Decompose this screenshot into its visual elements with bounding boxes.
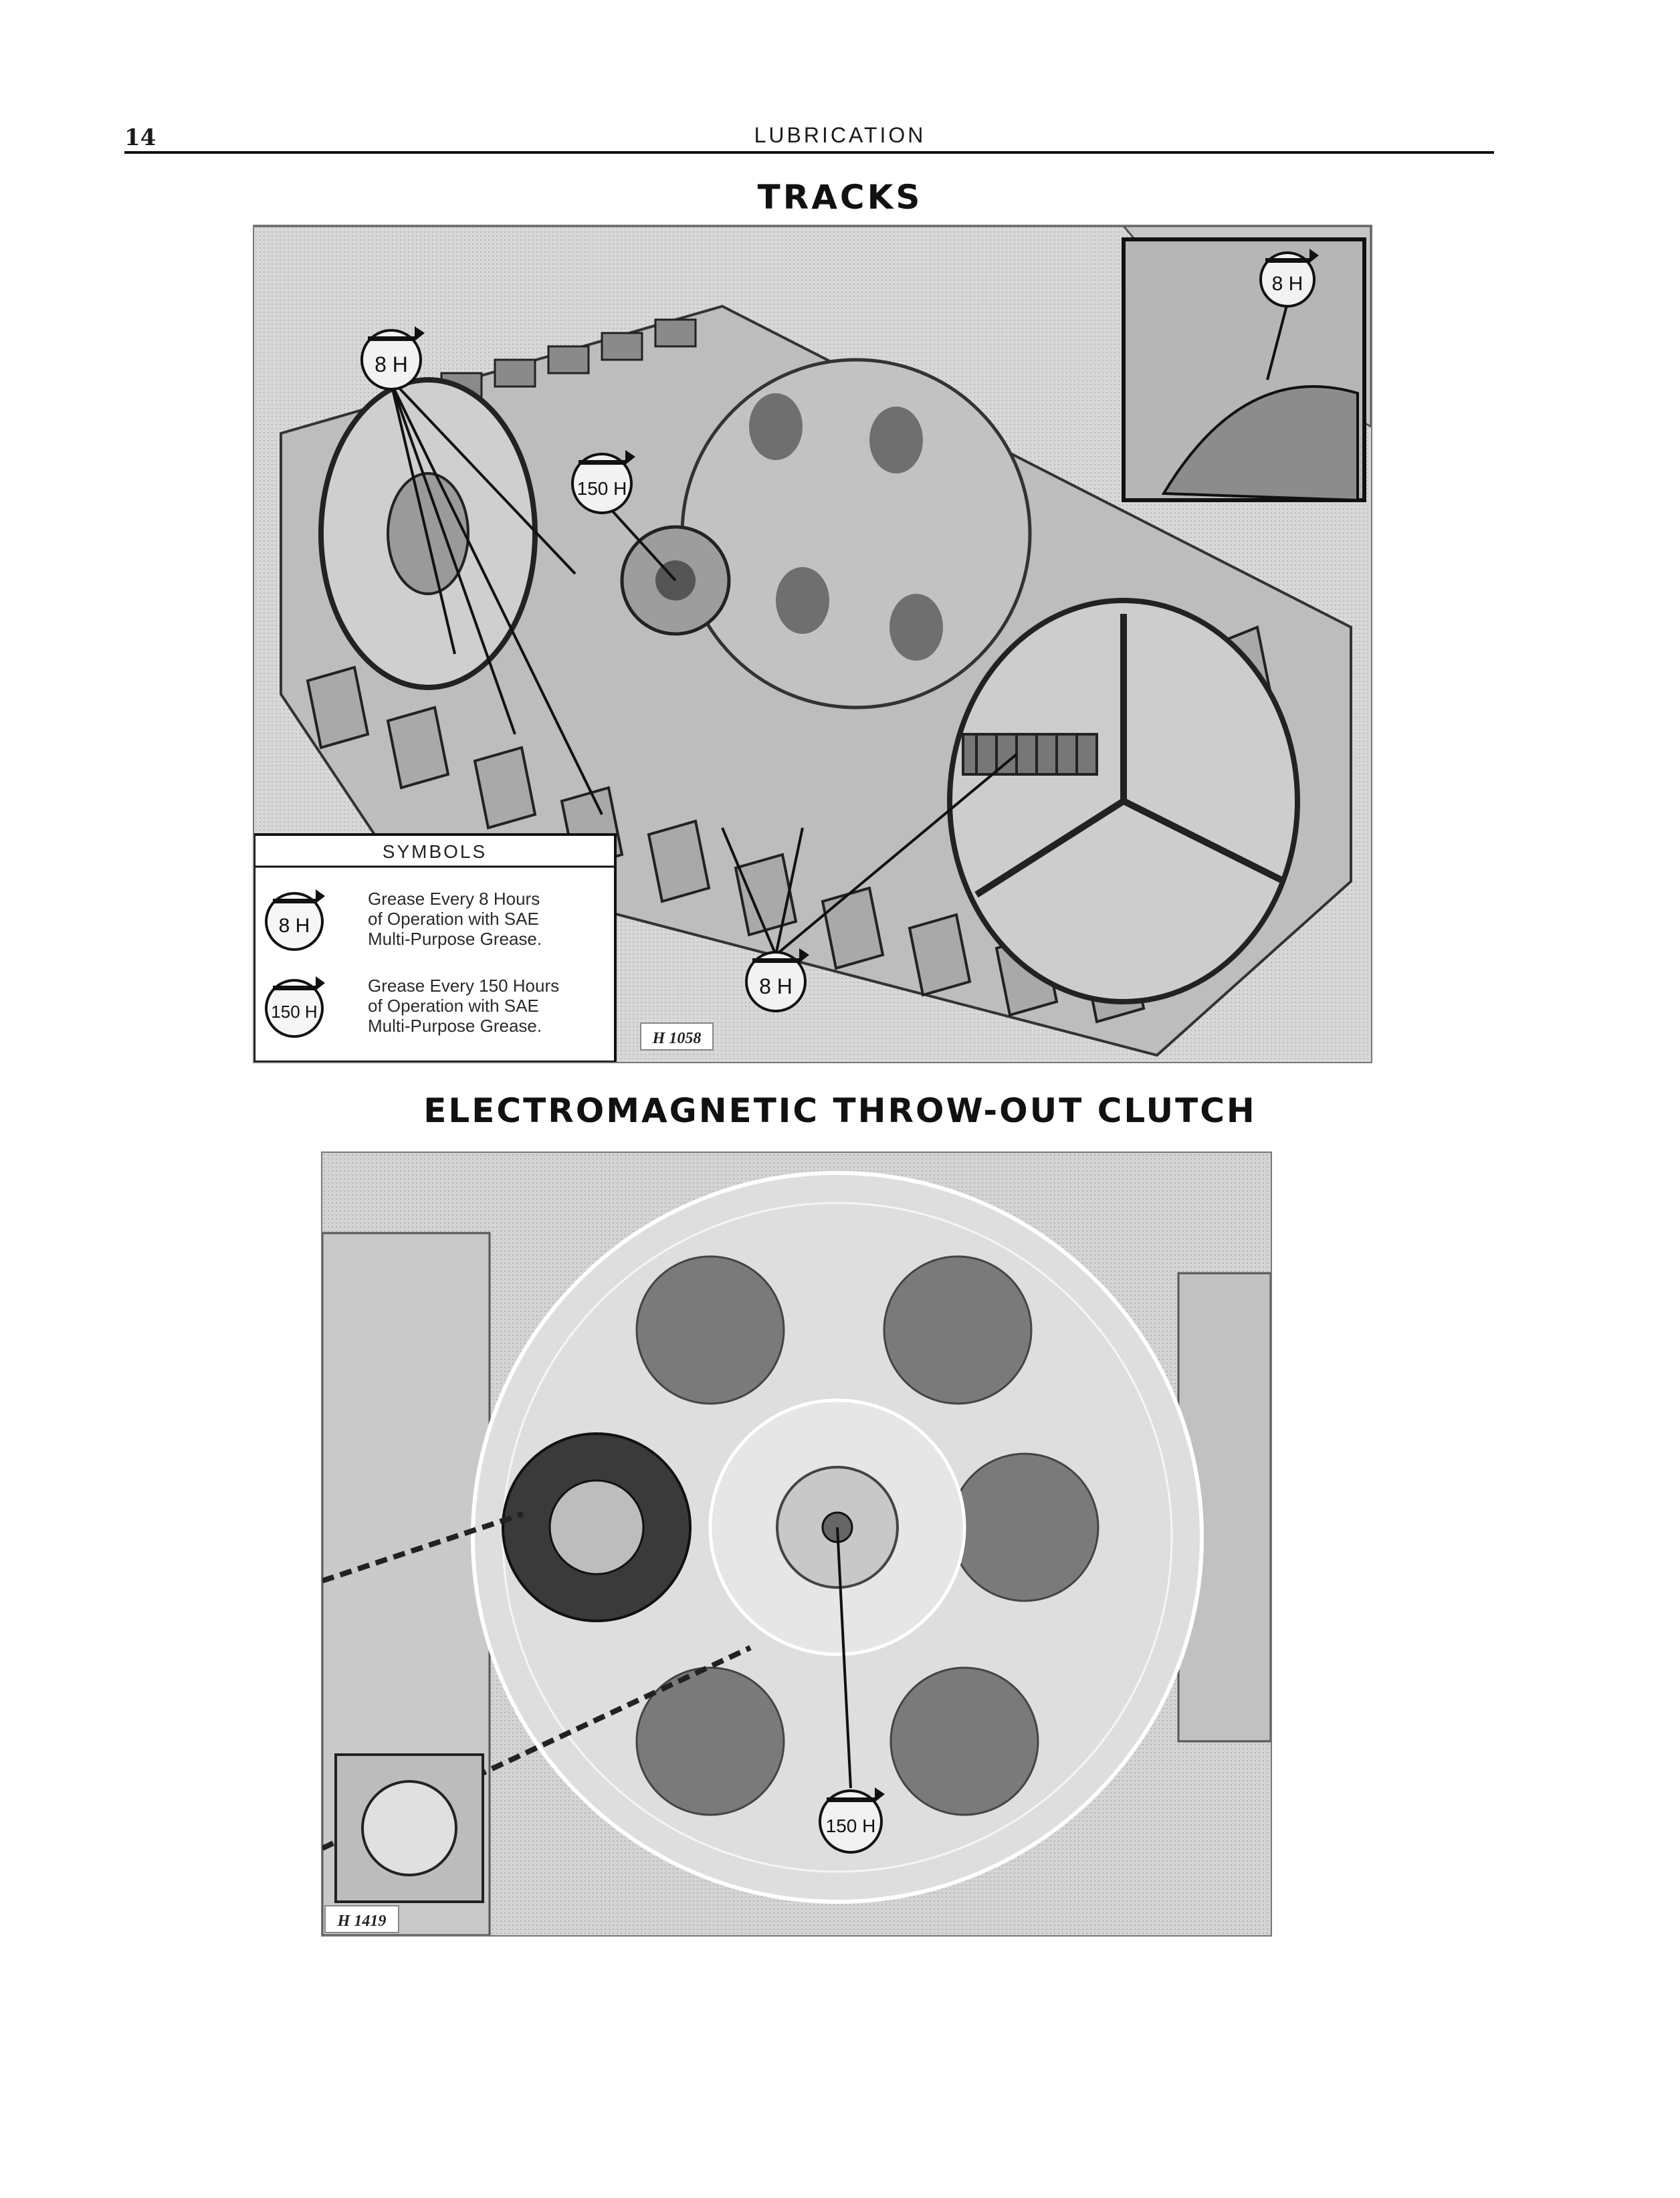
grease-badge-150h-clutch: 150 H [819,1787,885,1854]
drive-sprocket-hub [548,1479,645,1575]
figure-number: H 1419 [337,1912,387,1930]
svg-text:8 H: 8 H [759,974,793,998]
svg-text:8 H: 8 H [1272,273,1303,295]
clutch-illustration: 150 H H 1419 [322,1153,1271,1935]
svg-text:150 H: 150 H [577,478,627,499]
page-number: 14 [124,124,156,151]
rear-wheel-spokes [974,614,1286,898]
grease-gun-icon [368,326,425,341]
symbols-legend: SYMBOLS 8 H Grease Every 8 Hours of Oper… [254,833,617,1062]
tracks-figure: 8 H 150 H 8 H 8 H SYMBOLS 8 H [253,225,1372,1063]
svg-text:150 H: 150 H [826,1816,876,1836]
grease-gun-icon [1265,249,1319,263]
grease-gun-icon [273,889,325,903]
section-title-tracks: TRACKS [757,178,923,217]
legend-symbol-150h: 150 H [265,976,325,1038]
grease-gun-icon [827,1787,885,1802]
clutch-figure: 150 H H 1419 [321,1151,1272,1937]
legend-line: Multi-Purpose Grease. [368,929,542,949]
header-rule [124,151,1494,154]
legend-title: SYMBOLS [383,841,487,862]
legend-line: of Operation with SAE [368,996,539,1016]
legend-symbol-8h: 8 H [265,889,325,951]
grease-gun-icon [273,976,325,990]
grease-badge-150h-sprocket: 150 H [571,450,635,514]
grease-badge-8h-front: 8 H [360,326,425,391]
tracks-illustration: 8 H 150 H 8 H 8 H SYMBOLS 8 H [254,226,1371,1062]
track-tension-spring [962,733,1098,776]
figure-number-box [324,1905,399,1933]
leader-line [836,1527,852,1789]
grease-gun-icon [752,948,809,963]
sprocket-holes [749,393,943,661]
grease-gun-icon [579,450,635,465]
section-title-clutch: ELECTROMAGNETIC THROW-OUT CLUTCH [423,1091,1257,1130]
legend-line: of Operation with SAE [368,909,539,929]
inset-fender [1161,385,1359,502]
svg-text:150 H: 150 H [271,1002,317,1022]
grease-badge-8h-rollers: 8 H [745,948,809,1012]
figure-number: H 1058 [652,1030,702,1047]
running-head: LUBRICATION [754,123,926,147]
legend-line: Grease Every 150 Hours [368,976,559,996]
bearing-block-center [361,1780,457,1876]
leader-lines [390,302,1289,956]
legend-line: Multi-Purpose Grease. [368,1016,542,1036]
pulley-lightening-holes [635,1255,1099,1816]
front-idler-hub [387,472,469,595]
figure-number-box [640,1022,714,1051]
legend-line: Grease Every 8 Hours [368,889,540,909]
drive-sprocket [680,358,1032,709]
grease-badge-8h-inset: 8 H [1259,249,1319,308]
svg-text:8 H: 8 H [279,915,310,937]
svg-text:8 H: 8 H [375,352,408,376]
